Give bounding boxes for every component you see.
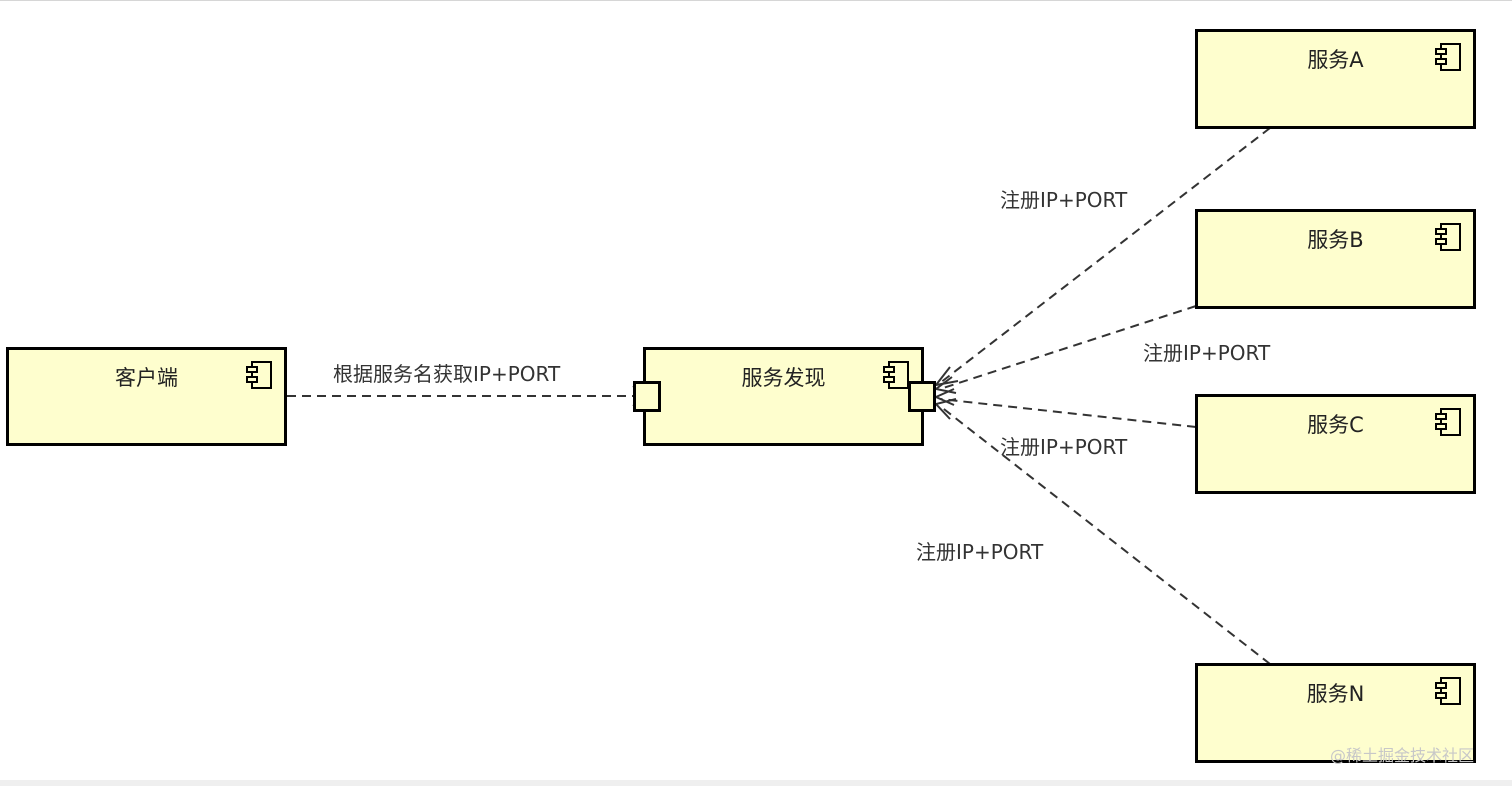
component-service-discovery[interactable]: 服务发现 xyxy=(643,347,924,446)
component-service-a-label: 服务A xyxy=(1307,48,1364,72)
connector-service-n xyxy=(939,405,1271,665)
component-service-b[interactable]: 服务B xyxy=(1195,209,1476,309)
edge-label-service-c: 注册IP+PORT xyxy=(1000,435,1128,459)
uml-component-icon xyxy=(1435,408,1461,436)
connector-service-a xyxy=(939,127,1271,384)
component-client-label: 客户端 xyxy=(115,366,178,390)
component-service-c-label: 服务C xyxy=(1307,413,1364,437)
component-service-n[interactable]: 服务N xyxy=(1195,663,1476,763)
uml-component-icon xyxy=(1435,677,1461,705)
edge-label-client-to-discovery: 根据服务名获取IP+PORT xyxy=(333,362,561,386)
uml-component-icon xyxy=(883,361,909,389)
discovery-port-left xyxy=(633,381,661,412)
watermark: @稀土掘金技术社区 xyxy=(1330,746,1475,765)
component-service-b-label: 服务B xyxy=(1307,228,1364,252)
component-client[interactable]: 客户端 xyxy=(6,347,287,446)
component-service-a[interactable]: 服务A xyxy=(1195,29,1476,129)
edge-label-service-b: 注册IP+PORT xyxy=(1143,341,1271,365)
component-service-discovery-label: 服务发现 xyxy=(741,366,826,390)
uml-component-icon xyxy=(1435,43,1461,71)
component-service-n-label: 服务N xyxy=(1306,682,1365,706)
arrowheads-register xyxy=(933,366,959,420)
uml-component-icon xyxy=(1435,223,1461,251)
discovery-port-right xyxy=(908,381,936,412)
bottom-bar xyxy=(0,780,1512,786)
component-service-c[interactable]: 服务C xyxy=(1195,394,1476,494)
connector-service-c xyxy=(939,398,1197,428)
edge-label-service-a: 注册IP+PORT xyxy=(1000,188,1128,212)
uml-component-icon xyxy=(246,361,272,389)
edge-label-service-n: 注册IP+PORT xyxy=(916,540,1044,564)
